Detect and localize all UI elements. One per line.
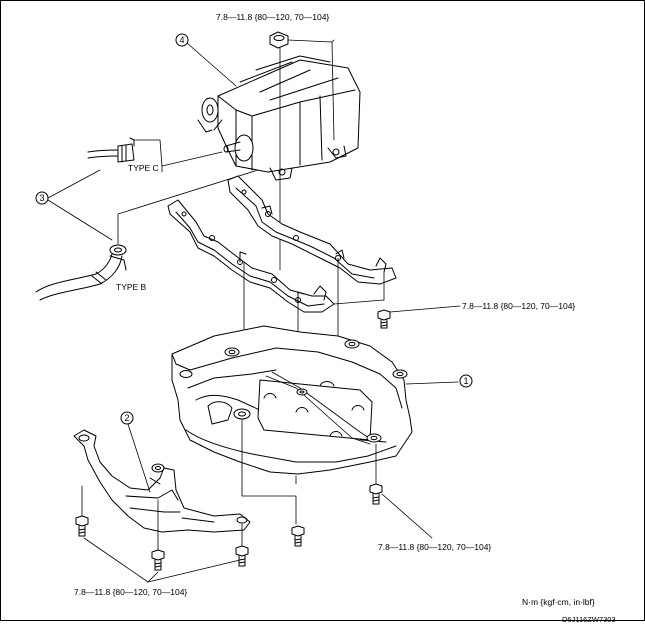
torque-spec-bottom-left: 7.8—11.8 {80—120, 70—104}	[74, 587, 188, 597]
callout-3-circle	[35, 191, 49, 205]
bolt-icon	[151, 549, 165, 571]
undercover-plate	[171, 325, 413, 475]
support-bracket	[73, 429, 251, 533]
bolt-icon	[75, 515, 89, 537]
charcoal-canister	[197, 55, 361, 181]
callout-1-circle	[459, 374, 473, 388]
hose-connector-type-c	[87, 137, 135, 163]
figure-code: D6J116ZW7303	[562, 615, 616, 624]
bolt-icon	[369, 483, 383, 505]
callout-2: 2	[124, 412, 130, 423]
bolt-icon	[377, 309, 391, 329]
assembly-leaders-low	[241, 419, 377, 525]
hose-connector-type-b	[35, 244, 127, 301]
callout-4-circle	[175, 33, 189, 47]
bolt-icon	[235, 545, 249, 567]
nut-icon	[269, 31, 289, 49]
callout-2-circle	[120, 411, 134, 425]
callout-1: 1	[463, 375, 469, 386]
bolt-icon	[291, 525, 305, 547]
torque-spec-right-upper: 7.8—11.8 {80—120, 70—104}	[462, 301, 576, 311]
callout-4: 4	[179, 34, 185, 45]
units-note: N·m {kgf·cm, in·lbf}	[522, 597, 595, 607]
torque-spec-right-lower: 7.8—11.8 {80—120, 70—104}	[378, 542, 492, 552]
callout-3: 3	[39, 192, 45, 203]
torque-spec-top: 7.8—11.8 {80—120, 70—104}	[216, 12, 330, 22]
canister-bracket	[167, 175, 397, 313]
type-b-label: TYPE B	[116, 282, 147, 292]
type-c-label: TYPE C	[128, 163, 159, 173]
